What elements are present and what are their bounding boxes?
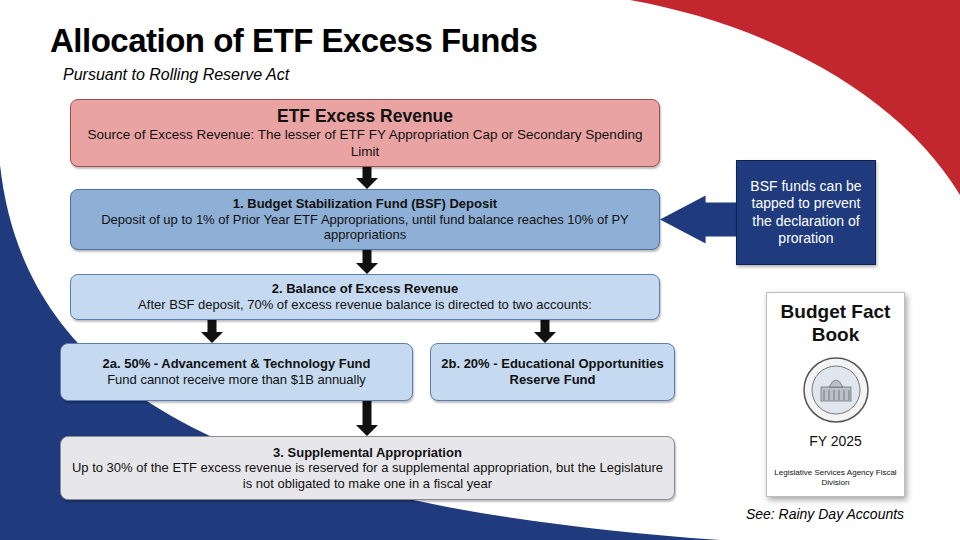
step-box: 3. Supplemental AppropriationUp to 30% o… xyxy=(60,436,675,500)
node-body: FY 2025 xyxy=(771,433,900,450)
flow-arrow xyxy=(356,250,378,274)
node-body: Up to 30% of the ETF excess revenue is r… xyxy=(71,460,664,491)
book-cover: Budget Fact Book FY 2025Legislative Servi… xyxy=(766,292,905,497)
node-body: Deposit of up to 1% of Prior Year ETF Ap… xyxy=(81,212,649,243)
source-box: ETF Excess RevenueSource of Excess Reven… xyxy=(70,99,660,167)
node-heading: 2. Balance of Excess Revenue xyxy=(272,281,458,297)
node-body: After BSF deposit, 70% of excess revenue… xyxy=(138,297,592,313)
flow-arrow xyxy=(534,320,556,343)
node-heading: 1. Budget Stabilization Fund (BSF) Depos… xyxy=(233,196,497,212)
blue-swoosh xyxy=(0,165,720,540)
callout-box: BSF funds can be tapped to prevent the d… xyxy=(736,160,876,265)
node-heading: BSF funds can be tapped to prevent the d… xyxy=(747,178,865,248)
step-box: 2. Balance of Excess RevenueAfter BSF de… xyxy=(70,274,660,320)
step-box: 1. Budget Stabilization Fund (BSF) Depos… xyxy=(70,189,660,250)
fund-box: 2b. 20% - Educational Opportunities Rese… xyxy=(430,343,675,401)
note: See: Rainy Day Accounts xyxy=(720,506,930,522)
callout-arrow xyxy=(660,196,736,244)
flow-arrow xyxy=(356,167,378,189)
node-heading: 2a. 50% - Advancement & Technology Fund xyxy=(103,356,371,372)
flow-arrow xyxy=(201,320,223,343)
node-body: Source of Excess Revenue: The lesser of … xyxy=(81,127,649,159)
fund-box: 2a. 50% - Advancement & Technology FundF… xyxy=(60,343,413,401)
node-body: Legislative Services Agency Fiscal Divis… xyxy=(771,468,900,487)
node-body: Fund cannot receive more than $1B annual… xyxy=(107,372,366,388)
node-heading: Budget Fact Book xyxy=(771,301,900,347)
title: Allocation of ETF Excess Funds xyxy=(50,22,537,60)
flow-arrow xyxy=(356,401,378,436)
node-heading: 2b. 20% - Educational Opportunities Rese… xyxy=(441,356,664,387)
node-heading: 3. Supplemental Appropriation xyxy=(273,445,462,461)
node-heading: ETF Excess Revenue xyxy=(277,106,453,127)
subtitle: Pursuant to Rolling Reserve Act xyxy=(63,66,483,84)
seal-icon xyxy=(801,355,871,425)
